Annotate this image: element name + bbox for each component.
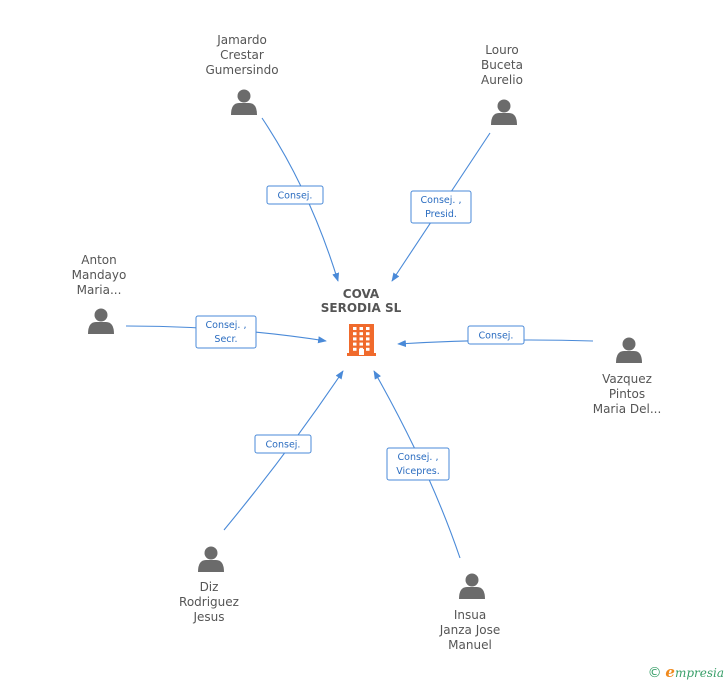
person-icon [491, 99, 517, 125]
role-text: Secr. [214, 334, 237, 345]
person-name-line: Mandayo [72, 268, 127, 282]
person-icon [459, 573, 485, 599]
role-label-louro[interactable]: Consej. , Presid. [410, 190, 472, 224]
company-name-line: COVA [343, 287, 380, 301]
person-name-line: Gumersindo [205, 63, 278, 77]
role-label-diz[interactable]: Consej. [254, 434, 312, 454]
person-icon [231, 89, 257, 115]
role-label-anton[interactable]: Consej. , Secr. [195, 315, 257, 349]
role-label-jamardo[interactable]: Consej. [266, 185, 324, 205]
person-node-anton[interactable]: AntonMandayoMaria... [72, 253, 127, 334]
role-text: Presid. [425, 209, 457, 220]
person-name-line: Anton [81, 253, 116, 267]
empresia-watermark: © empresia [648, 663, 724, 681]
person-icon [616, 337, 642, 363]
person-name-line: Aurelio [481, 73, 523, 87]
brand-initial: e [665, 663, 675, 681]
role-text: Consej. , [206, 320, 247, 331]
brand-name: mpresia [674, 666, 724, 680]
person-icon [198, 546, 224, 572]
role-text: Consej. [266, 440, 301, 451]
person-name-line: Maria Del... [593, 402, 662, 416]
person-name-line: Crestar [220, 48, 264, 62]
person-name-line: Louro [485, 43, 518, 57]
person-name-line: Jamardo [216, 33, 267, 47]
role-text: Consej. , [421, 195, 462, 206]
role-text: Consej. [278, 191, 313, 202]
person-name-line: Diz [200, 580, 219, 594]
person-name-line: Manuel [448, 638, 492, 652]
role-label-insua[interactable]: Consej. , Vicepres. [386, 447, 450, 481]
person-name-line: Janza Jose [439, 623, 500, 637]
role-text: Vicepres. [396, 466, 440, 477]
role-label-vazquez[interactable]: Consej. [467, 325, 525, 345]
person-name-line: Insua [454, 608, 486, 622]
role-text: Consej. [479, 331, 514, 342]
person-name-line: Pintos [609, 387, 645, 401]
person-name-line: Rodriguez [179, 595, 239, 609]
company-name-line: SERODIA SL [321, 301, 402, 315]
copyright-symbol: © [647, 665, 662, 681]
building-icon [347, 324, 376, 356]
person-name-line: Vazquez [602, 372, 652, 386]
person-name-line: Maria... [77, 283, 122, 297]
person-name-line: Jesus [192, 610, 224, 624]
role-text: Consej. , [398, 452, 439, 463]
person-name-line: Buceta [481, 58, 523, 72]
person-icon [88, 308, 114, 334]
